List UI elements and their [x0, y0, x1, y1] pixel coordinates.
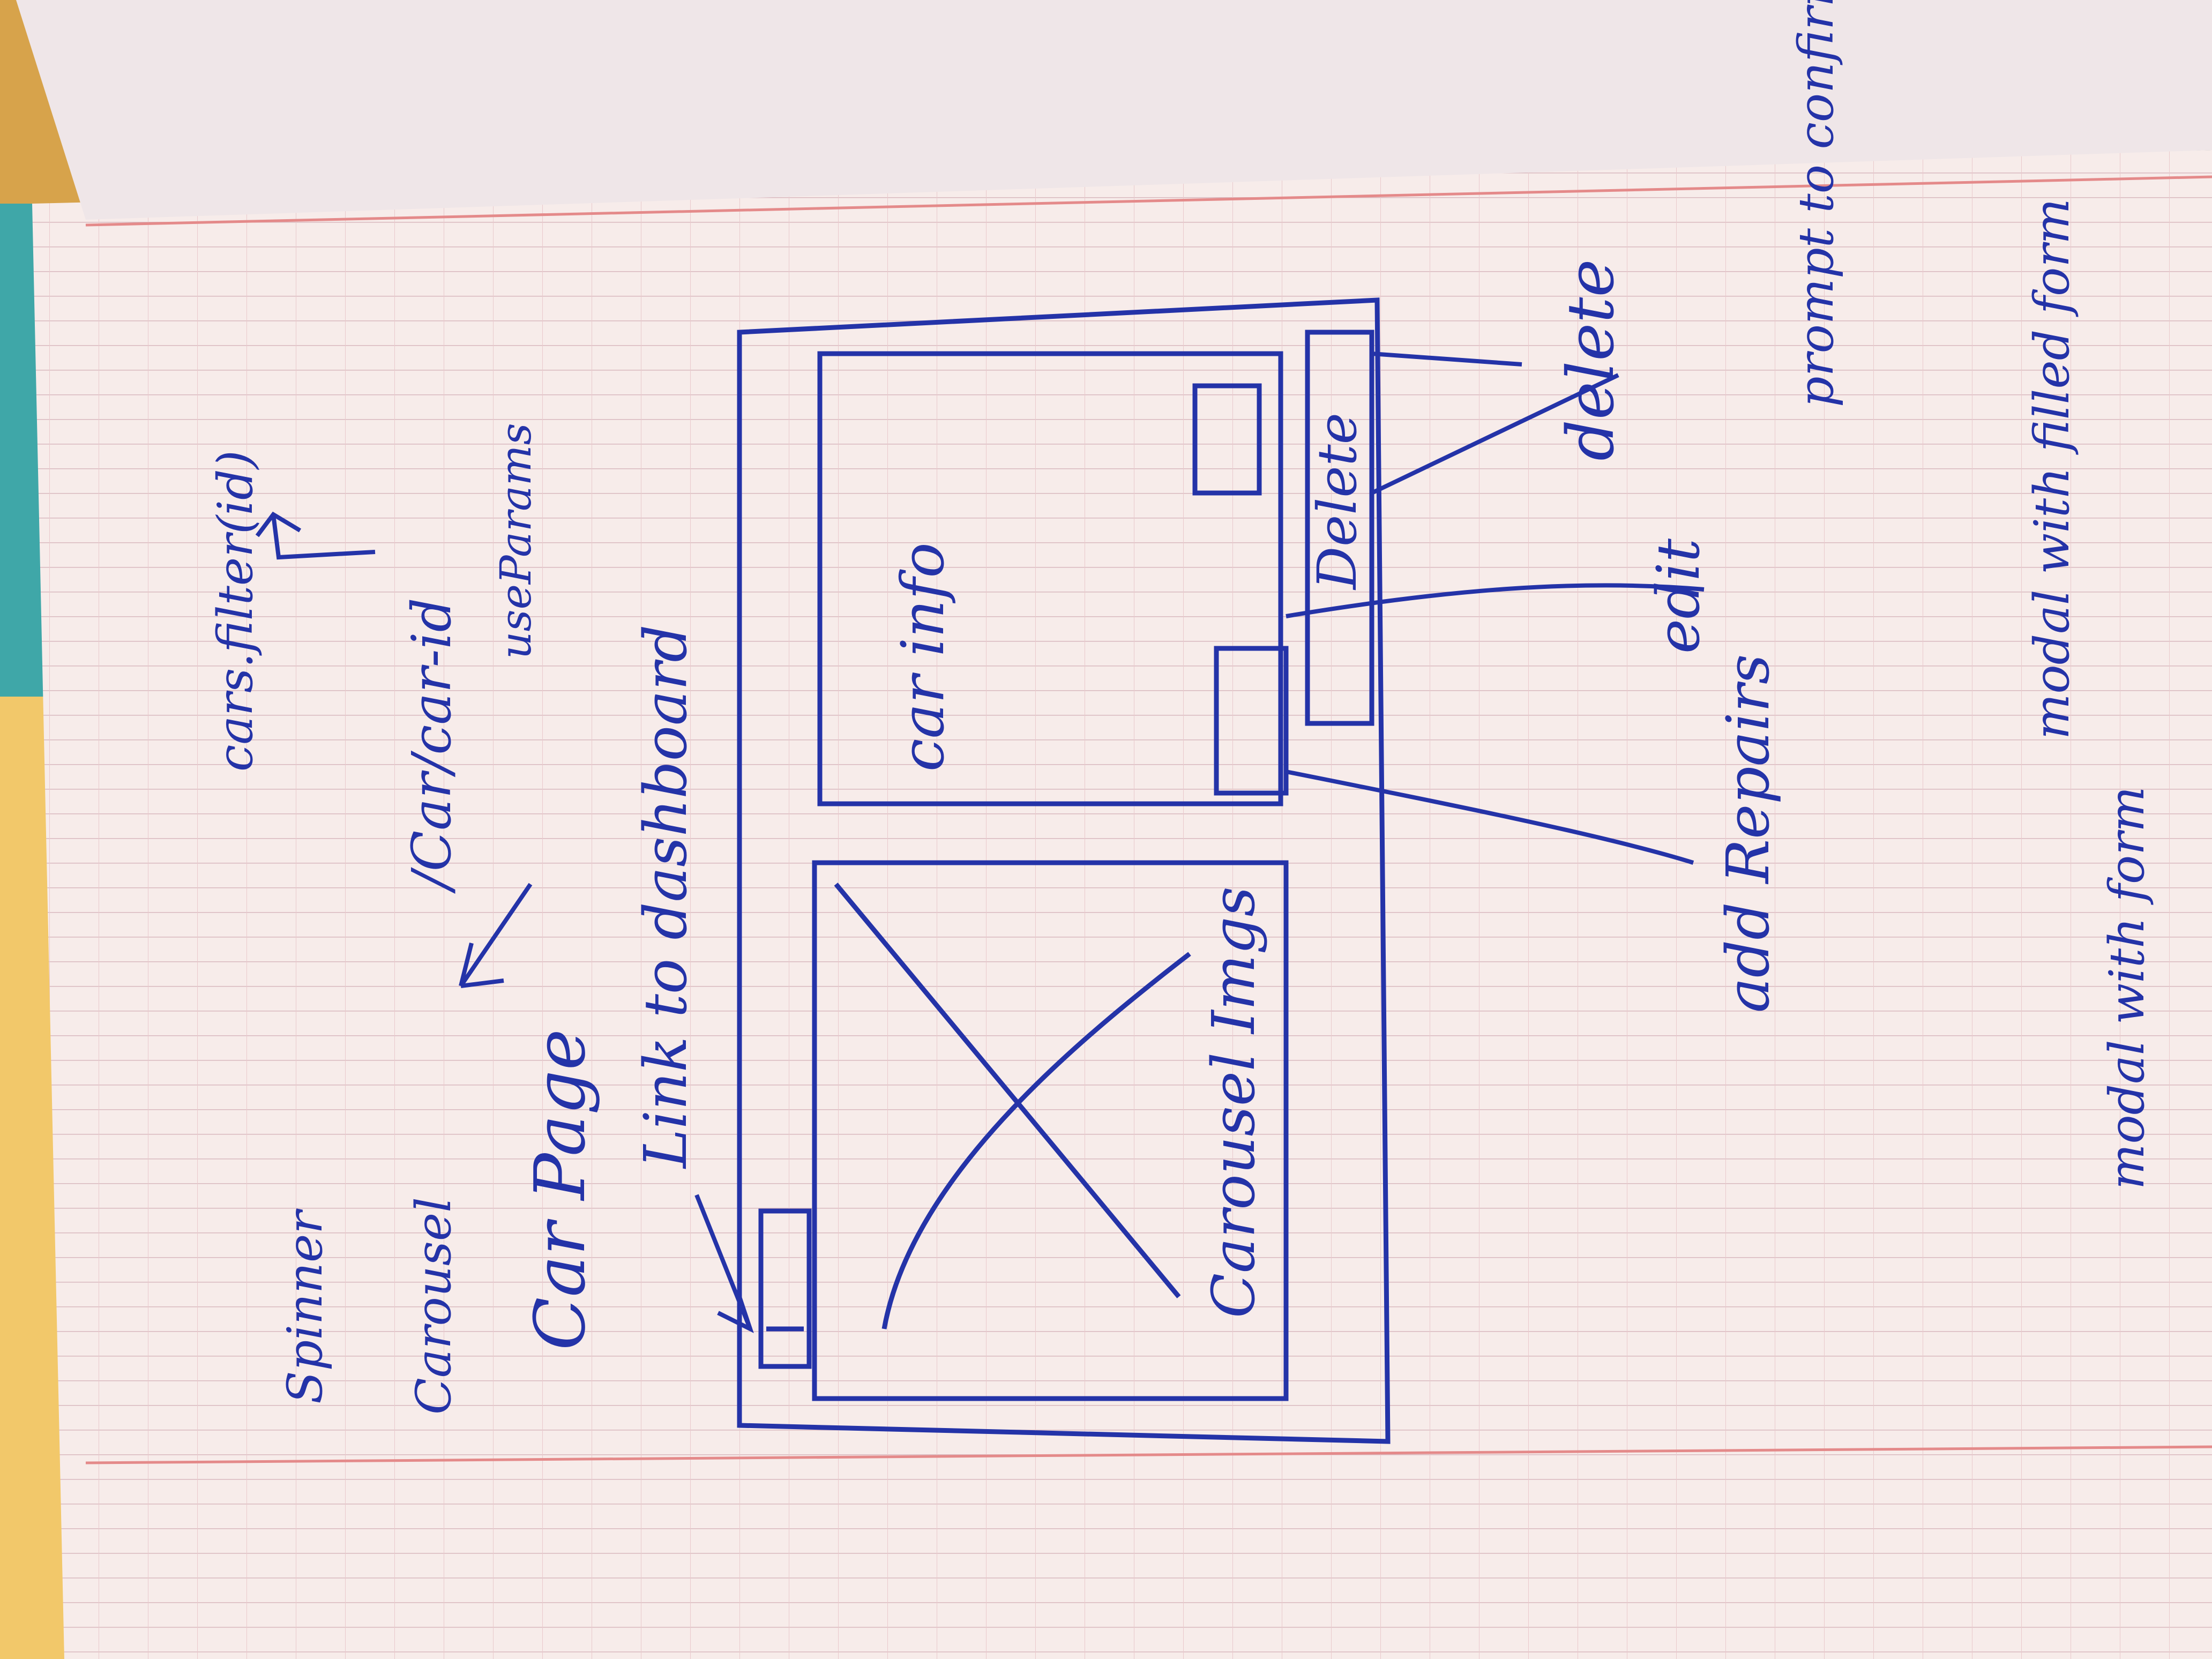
note-car-info: car info [888, 542, 957, 772]
note-route: /Car/car-id [400, 597, 463, 894]
note-car-page: Car Page [519, 1029, 601, 1350]
note-prompt-to-confirm: prompt to confirm [1788, 0, 1844, 407]
note-add-repairs: add Repairs [1714, 654, 1782, 1013]
image-placeholder-icon [834, 883, 1181, 1298]
note-delete: delete [1554, 259, 1628, 461]
note-use-params: useParams [491, 423, 541, 659]
notebook-page [16, 0, 2212, 1659]
add-repairs-button-box [1214, 646, 1289, 796]
carousel-image-placeholder [812, 860, 1289, 1401]
arrow-icon [255, 352, 1705, 1333]
delete-button-label: Delete [1306, 413, 1369, 591]
note-modal-with-filled-form: modal with filled form [2024, 198, 2080, 739]
note-cars-filter: cars.filter(id) [207, 450, 264, 772]
note-edit: edit [1644, 538, 1713, 654]
note-spinner: Spinner [277, 1208, 333, 1404]
back-link-placeholder [758, 1208, 812, 1369]
note-carousel: Carousel [406, 1197, 462, 1415]
wireframe-page [737, 297, 1391, 1444]
delete-button [1305, 330, 1374, 726]
car-info-panel [817, 351, 1283, 806]
note-carousel-imgs: Carousel Imgs [1199, 886, 1268, 1318]
note-modal-with-form: modal with form [2099, 786, 2155, 1190]
edit-button-box [1192, 383, 1262, 496]
note-link-to-dashboard: Link to dashboard [631, 624, 700, 1169]
handwritten-notes: Spinner Carousel Car Page /Car/car-id us… [207, 0, 2155, 1415]
